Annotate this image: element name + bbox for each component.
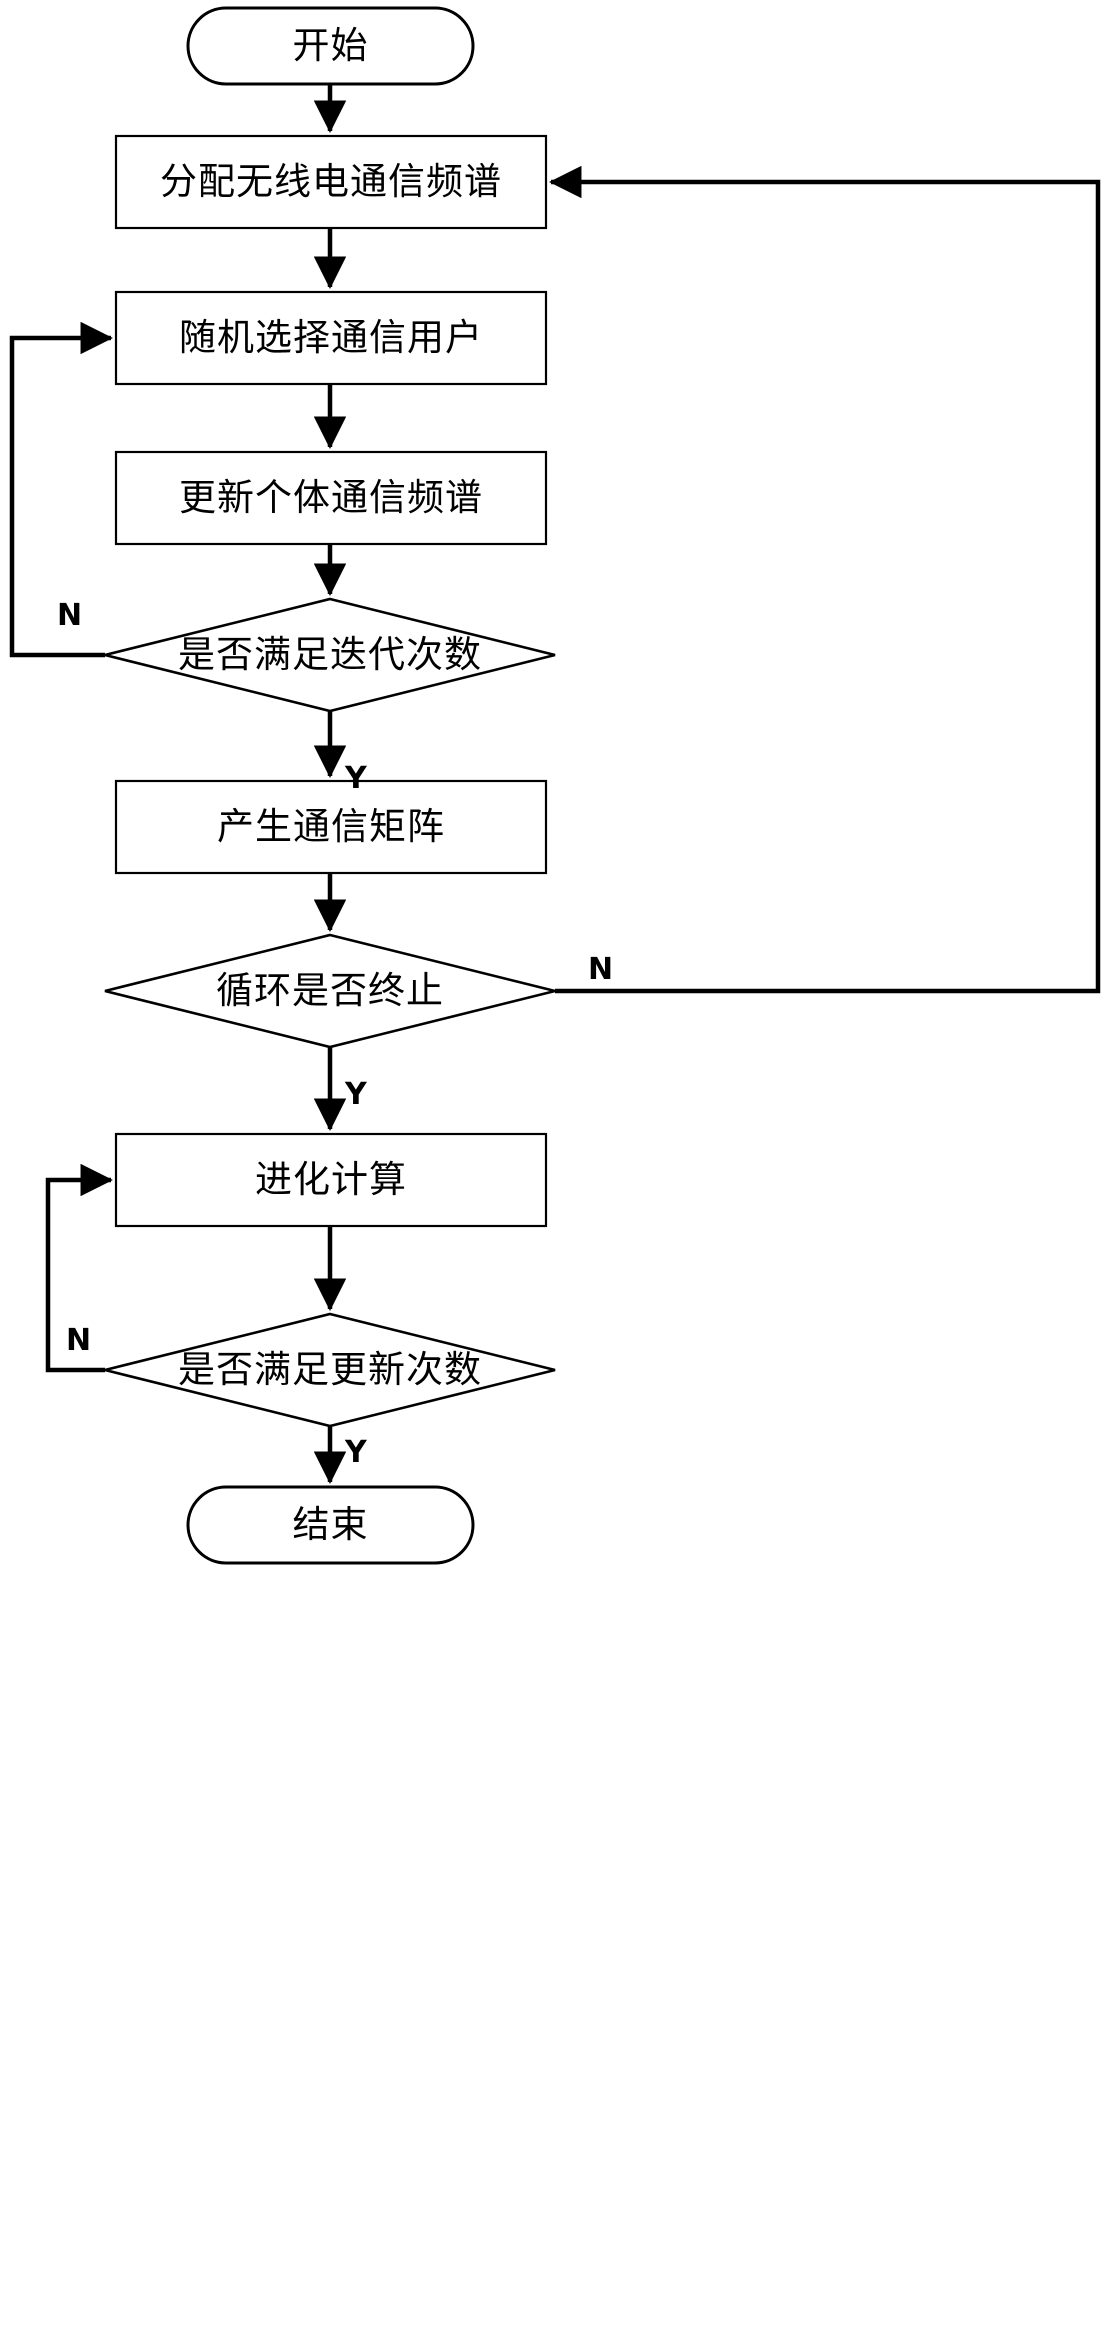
edge-label-d3-yes: Y — [345, 1435, 367, 1470]
node-shape-p5[interactable] — [114, 1132, 548, 1228]
edge-label-d1-yes: Y — [345, 761, 367, 796]
node-shape-d2[interactable] — [104, 933, 556, 1049]
node-shape-start[interactable] — [186, 6, 475, 86]
node-shape-d3[interactable] — [104, 1312, 556, 1428]
edge-label-d2-no: N — [588, 952, 614, 987]
edge-label-d1-no: N — [57, 598, 83, 633]
node-shape-p1[interactable] — [114, 134, 548, 230]
edge-d2-p1-no — [549, 165, 1101, 994]
edge-label-d3-no: N — [66, 1323, 92, 1358]
node-shape-p2[interactable] — [114, 290, 548, 386]
flowchart-edges — [9, 84, 1101, 1484]
edge-label-d2-yes: Y — [345, 1077, 367, 1112]
node-shape-end[interactable] — [186, 1485, 475, 1565]
edge-d3-p5-no — [45, 1163, 113, 1373]
edge-d1-p2-no — [9, 321, 113, 658]
node-shape-d1[interactable] — [104, 597, 556, 713]
node-shape-p3[interactable] — [114, 450, 548, 546]
node-shape-p4[interactable] — [114, 779, 548, 875]
